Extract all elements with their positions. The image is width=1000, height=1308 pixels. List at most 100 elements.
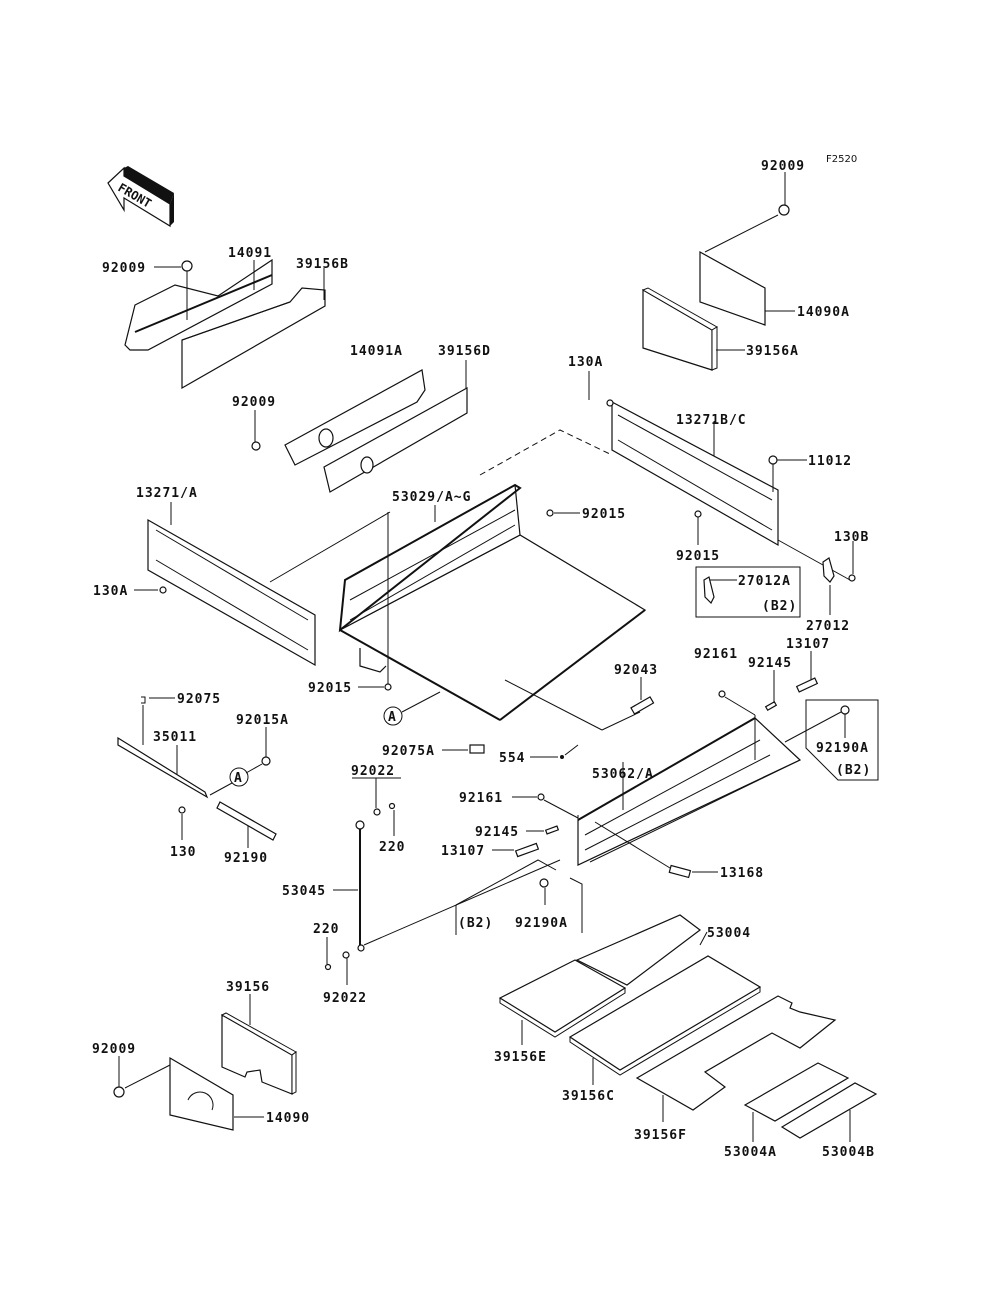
label-11012: 11012 — [808, 454, 852, 469]
label-92022: 92022 — [323, 991, 367, 1006]
label-92075A: 92075A — [382, 744, 435, 759]
part-92075-clip[interactable] — [141, 696, 146, 704]
part-group-13271BC: 130A 13271B/C 11012 92015 130B 27012 270… — [568, 355, 869, 634]
part-92190-pin[interactable] — [216, 801, 277, 841]
part-92161-bolt-left[interactable] — [537, 793, 545, 801]
part-13168-pin[interactable] — [668, 864, 692, 879]
part-92009-bolt-top-left[interactable] — [181, 260, 193, 272]
part-27012A-hinge[interactable] — [703, 576, 715, 605]
label-92190: 92190 — [224, 851, 268, 866]
label-130B: 130B — [834, 530, 869, 545]
part-92190A-pin-right[interactable] — [840, 705, 850, 715]
label-92009: 92009 — [102, 261, 146, 276]
label-53045: 53045 — [282, 884, 326, 899]
label-13271BC: 13271B/C — [676, 413, 747, 428]
part-92015-nut-left[interactable] — [384, 683, 392, 691]
label-130A: 130A — [93, 584, 128, 599]
part-group-53045: 92022 220 53045 92022 220 — [282, 764, 561, 1006]
callout-a-bed-label: A — [388, 710, 397, 725]
part-130B-bolt[interactable] — [848, 574, 856, 582]
part-35011-rod[interactable] — [117, 736, 209, 799]
part-39156F-pad[interactable] — [635, 995, 837, 1111]
part-39156D-pad[interactable] — [323, 386, 468, 493]
label-13271A: 13271/A — [136, 486, 198, 501]
part-group-14091: 92009 14091 39156B — [102, 246, 349, 390]
part-92022-washer-top[interactable] — [373, 808, 381, 816]
part-92015-nut-right-b[interactable] — [694, 510, 702, 518]
part-39156-pad[interactable] — [221, 1013, 293, 1095]
label-27012A-note: (B2) — [762, 599, 797, 614]
label-14091: 14091 — [228, 246, 272, 261]
label-130: 130 — [170, 845, 196, 860]
part-53004B-mat[interactable] — [780, 1082, 878, 1139]
part-92015-nut-right-a[interactable] — [546, 509, 554, 517]
part-92015A-nut[interactable] — [261, 756, 271, 766]
part-92022-washer-bottom[interactable] — [342, 951, 350, 959]
label-92043: 92043 — [614, 663, 658, 678]
callout-a-rod-label: A — [234, 771, 243, 786]
part-130-bolt[interactable] — [178, 806, 186, 814]
part-53004A-mat[interactable] — [743, 1062, 850, 1122]
label-92015: 92015 — [308, 681, 352, 696]
label-39156: 39156 — [226, 980, 270, 995]
label-35011: 35011 — [153, 730, 197, 745]
label-92190A-note: (B2) — [458, 916, 493, 931]
label-92190A: 92190A — [515, 916, 568, 931]
part-53004-mat[interactable] — [575, 914, 701, 986]
part-11012-cap[interactable] — [768, 455, 778, 465]
part-14090A-bracket[interactable] — [699, 250, 766, 326]
label-92145: 92145 — [748, 656, 792, 671]
part-group-53029: 53029/A~G 92015 92015 A — [308, 429, 647, 726]
label-92015: 92015 — [676, 549, 720, 564]
label-39156B: 39156B — [296, 257, 349, 272]
part-13107-pin-left[interactable] — [514, 842, 540, 858]
label-220: 220 — [313, 922, 339, 937]
label-92145: 92145 — [475, 825, 519, 840]
part-group-14090: 39156 14090 92009 — [92, 980, 310, 1131]
label-39156C: 39156C — [562, 1089, 615, 1104]
label-39156A: 39156A — [746, 344, 799, 359]
part-130A-bolt-right[interactable] — [606, 399, 614, 407]
part-group-14091A: 92009 14091A 39156D — [232, 344, 490, 493]
label-92075: 92075 — [177, 692, 221, 707]
label-92161: 92161 — [694, 647, 738, 662]
part-92190A-pin-left[interactable] — [539, 878, 549, 888]
part-13107-pin-right[interactable] — [795, 677, 819, 693]
part-92043-pin[interactable] — [630, 696, 655, 715]
part-92075A-clip[interactable] — [469, 744, 485, 754]
part-bed-handle[interactable] — [359, 648, 387, 673]
label-53004B: 53004B — [822, 1145, 875, 1160]
label-92190A-note: (B2) — [836, 763, 871, 778]
front-arrow-icon: FRONT — [107, 166, 174, 228]
part-53062A-tailgate[interactable] — [577, 717, 802, 866]
part-27012-hinge[interactable] — [822, 557, 835, 583]
part-group-floor-mats: 53004 39156E 39156C 39156F 53004A 53004B — [494, 914, 878, 1160]
part-220-screw-bottom[interactable] — [324, 963, 332, 971]
part-92161-bolt-right[interactable] — [718, 690, 726, 698]
part-92009-bolt-top-right[interactable] — [778, 204, 790, 216]
label-13107: 13107 — [786, 637, 830, 652]
part-13271A-side-panel[interactable] — [147, 518, 316, 667]
label-92009: 92009 — [761, 159, 805, 174]
label-554: 554 — [499, 751, 525, 766]
label-39156F: 39156F — [634, 1128, 687, 1143]
label-53004A: 53004A — [724, 1145, 777, 1160]
label-14090: 14090 — [266, 1111, 310, 1126]
part-92145-spring-right[interactable] — [764, 700, 778, 712]
callout-a-rod — [229, 767, 249, 787]
part-group-53062A: 53062/A 92161 92145 13107 92190A (B2) 92… — [441, 637, 879, 935]
part-92009-bolt-bottom[interactable] — [113, 1086, 125, 1098]
part-130A-bolt-left[interactable] — [159, 586, 167, 594]
part-group-35011: 92075 35011 92015A A 130 92190 — [117, 692, 288, 866]
part-554-rivet[interactable] — [560, 755, 564, 759]
part-92145-spring-left[interactable] — [544, 825, 560, 835]
part-220-screw-top[interactable] — [388, 802, 396, 810]
part-92009-bolt-mid[interactable] — [251, 441, 261, 451]
variant-box-92190A-right — [805, 699, 879, 781]
label-27012: 27012 — [806, 619, 850, 634]
label-130A: 130A — [568, 355, 603, 370]
part-14090-bracket[interactable] — [169, 1056, 234, 1131]
callout-a-bed — [383, 706, 403, 726]
label-220: 220 — [379, 840, 405, 855]
